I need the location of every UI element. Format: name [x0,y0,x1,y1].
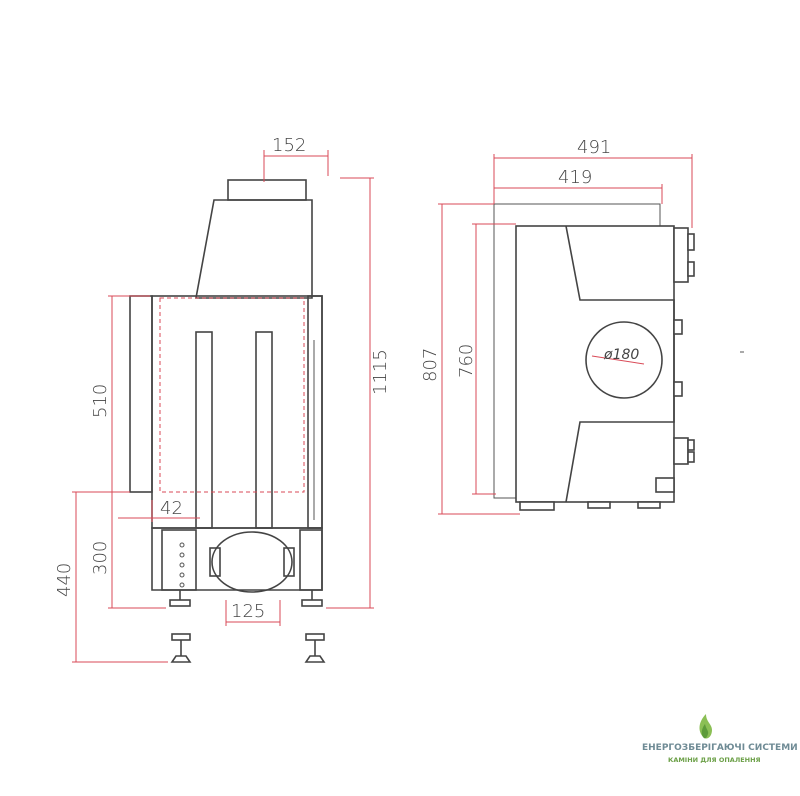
brand-name: ЕНЕРГОЗБЕРІГАЮЧІ СИСТЕМИ [642,743,798,753]
feet [169,590,323,607]
right-leg-column [299,529,323,591]
side-connectors [655,227,744,493]
dim-label-491: 491 [577,137,611,158]
adjustable-foot-right [304,633,326,663]
left-leg-column [161,529,197,591]
dim-491 [493,154,693,228]
dim-label-419: 419 [558,167,592,188]
flue-circle [585,321,663,399]
inlet-cap-right [283,547,295,577]
dim-label-d180: ø180 [603,347,639,363]
dim-807 [438,203,520,515]
dim-125 [225,600,281,626]
air-inlet [211,531,293,593]
brand-block: ЕНЕРГОЗБЕРІГАЮЧІ СИСТЕМИ КАМІНИ ДЛЯ ОПАЛ… [642,714,798,764]
flue-collar [227,179,307,201]
side-feet [519,501,661,511]
brand-tagline: КАМІНИ ДЛЯ ОПАЛЕННЯ [668,756,761,764]
dim-label-1115: 1115 [370,349,391,395]
convection-slot-left [195,331,213,529]
dim-label-42: 42 [160,498,183,519]
dim-760 [472,223,516,495]
leg-holes [179,542,185,588]
dim-419 [494,184,663,204]
firebox-dashed [159,297,305,493]
dim-label-807: 807 [420,348,441,382]
dim-label-510: 510 [90,384,111,418]
firebox-body [151,295,323,529]
adjustable-foot-left [170,633,192,663]
inner-chamber [565,225,675,503]
dim-label-152: 152 [272,135,306,156]
dim-label-125: 125 [231,601,265,622]
dim-label-760: 760 [456,344,477,378]
diameter-line [591,355,645,365]
left-glass-panel [129,295,153,493]
dim-label-300: 300 [90,541,111,575]
front-view: 152 1115 510 42 300 440 [54,135,391,663]
dim-300 [108,492,166,609]
hood [195,199,313,299]
convection-slot-right [255,331,273,529]
dim-1115 [326,177,374,609]
dim-42 [118,500,200,522]
side-body [515,225,675,503]
flame-leaf-icon [699,714,712,739]
inlet-cap-left [209,547,221,577]
dim-label-440: 440 [54,563,75,597]
base [151,527,323,591]
right-frame [307,295,323,529]
dim-152 [263,150,329,182]
dim-440 [72,491,168,663]
dim-510 [108,295,150,493]
side-view: ø180 491 [420,137,744,515]
